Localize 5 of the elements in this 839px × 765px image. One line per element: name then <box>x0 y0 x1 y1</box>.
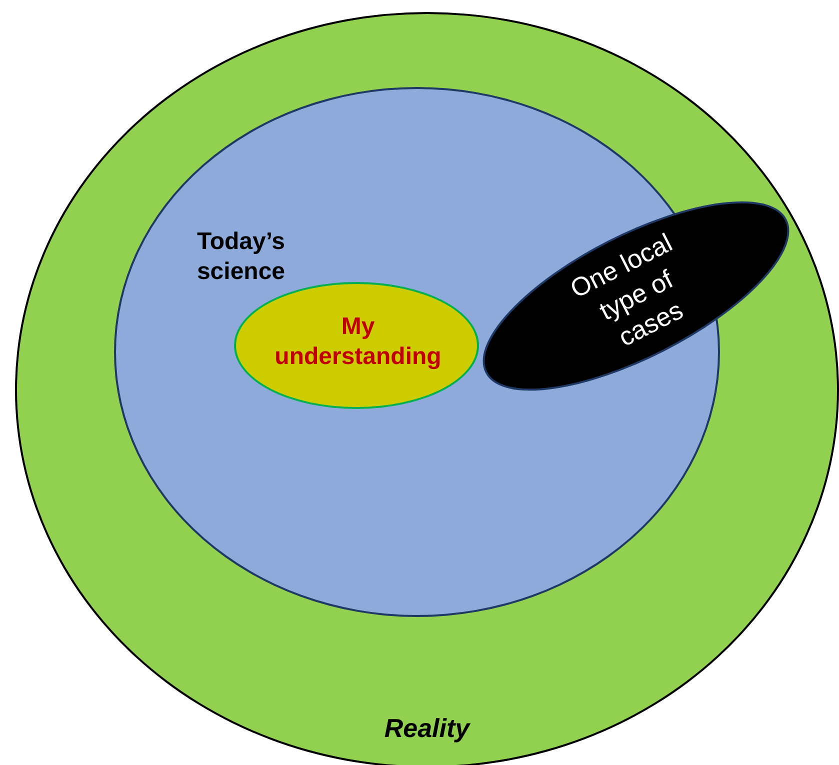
region-label: Today’s science <box>196 227 286 287</box>
region-label: One local type of cases <box>564 226 689 354</box>
region-label: My understanding <box>274 312 442 372</box>
region-label: Reality <box>383 712 472 744</box>
tilted-ellipse <box>481 200 791 392</box>
